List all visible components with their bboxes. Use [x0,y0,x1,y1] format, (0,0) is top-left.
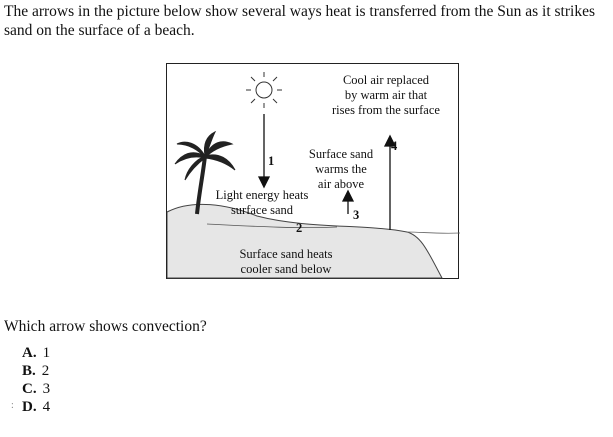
arrow-4 [383,134,397,230]
arrow-number-3: 3 [353,208,360,222]
arrow-1 [257,114,271,189]
label-surface-warms: Surface sand warms the air above [308,147,374,191]
choice-letter: D. [22,399,37,415]
question-prompt: The arrows in the picture below show sev… [4,3,595,39]
label-sand-below: Surface sand heats cooler sand below [239,247,333,276]
choice-c[interactable]: C. 3 [22,380,50,398]
choice-text: 4 [42,399,51,415]
choice-d[interactable]: D. 4 [22,398,50,416]
choice-text: 1 [42,345,51,361]
label-cool-air: Cool air replaced by warm air that rises… [332,73,440,117]
arrow-number-1: 1 [268,154,275,168]
choice-a[interactable]: A. 1 [22,344,50,362]
sun-icon [246,72,282,108]
arrow-number-4: 4 [391,139,398,153]
label-light-energy: Light energy heats surface sand [215,188,309,217]
selection-mark-icon: : [11,400,14,411]
surface-line [206,223,338,229]
choice-letter: A. [22,345,37,361]
question-text: Which arrow shows convection? [4,318,207,335]
choice-b[interactable]: B. 2 [22,362,50,380]
choice-letter: C. [22,381,37,397]
water-line [406,231,460,234]
choice-text: 3 [42,381,51,397]
arrow-3 [341,189,355,214]
heat-transfer-figure: Cool air replaced by warm air that rises… [166,63,460,279]
choice-letter: B. [22,363,36,379]
arrow-number-2: 2 [296,221,303,235]
sand-ground [167,203,443,279]
palm-tree-icon [174,130,236,215]
answer-choices: A. 1 B. 2 C. 3 D. 4 [22,344,50,416]
choice-text: 2 [41,363,50,379]
beach-illustration [167,72,460,279]
